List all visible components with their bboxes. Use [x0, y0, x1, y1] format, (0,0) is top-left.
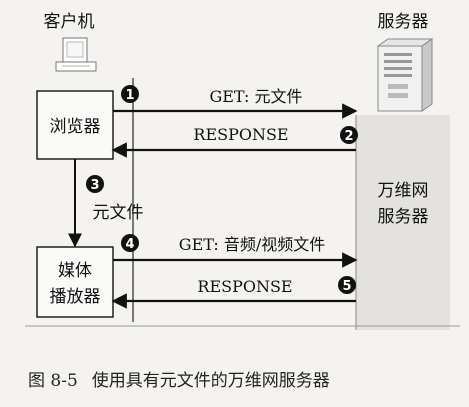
response-2-label: RESPONSE	[197, 277, 292, 296]
client-label: 客户机	[44, 12, 95, 32]
media-player-label-line1: 媒体	[58, 261, 92, 281]
media-player-label-line2: 播放器	[50, 287, 101, 307]
step-5-marker: 5	[338, 276, 356, 294]
browser-box	[36, 90, 114, 160]
response-1-label: RESPONSE	[193, 125, 288, 144]
media-player-box	[36, 246, 114, 318]
server-label: 服务器	[378, 12, 429, 32]
svg-text:3: 3	[90, 178, 99, 193]
server-icon	[376, 38, 434, 112]
svg-text:2: 2	[344, 129, 353, 144]
web-server-label-line1: 万维网	[378, 181, 429, 201]
step-3-marker: 3	[86, 175, 104, 193]
server-column	[356, 115, 450, 330]
svg-text:5: 5	[342, 279, 351, 294]
figure-caption: 图 8-5 使用具有元文件的万维网服务器	[28, 366, 448, 391]
get-metafile-label: GET: 元文件	[209, 87, 302, 106]
step-4-marker: 4	[121, 234, 139, 252]
step-2-marker: 2	[340, 126, 358, 144]
computer-icon	[55, 37, 97, 72]
browser-label: 浏览器	[50, 117, 101, 137]
figure-number: 图 8-5	[28, 371, 78, 391]
web-server-label-line2: 服务器	[378, 207, 429, 227]
metafile-label: 元文件	[93, 203, 144, 223]
svg-text:4: 4	[125, 237, 134, 252]
step-1-marker: 1	[121, 85, 139, 103]
svg-text:1: 1	[125, 88, 134, 103]
figure-caption-text: 使用具有元文件的万维网服务器	[91, 371, 330, 391]
get-av-label: GET: 音频/视频文件	[179, 235, 325, 254]
